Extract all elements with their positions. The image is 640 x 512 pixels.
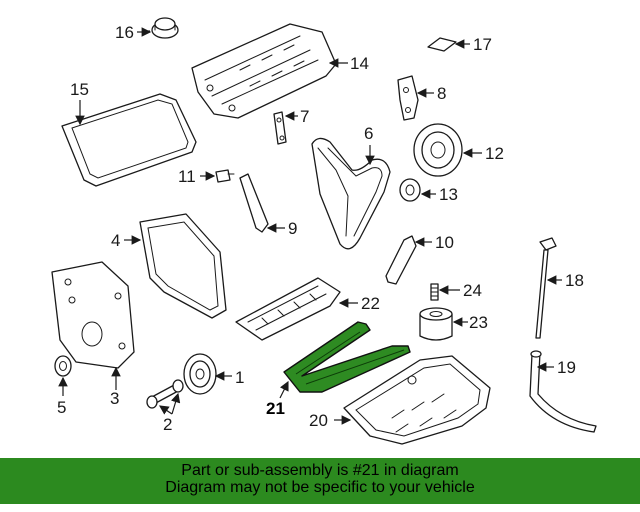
callout-15: 15 [70,80,89,99]
part-4-front-cover-gasket [139,213,227,319]
part-21-oil-pan-gasket-highlighted [283,321,411,393]
callout-14: 14 [350,54,369,73]
part-20-oil-pan [343,355,491,445]
callout-10: 10 [435,233,454,252]
part-9-chain-guide [239,173,269,233]
part-8-bracket [397,75,419,121]
part-13-small-sprocket [399,178,421,202]
part-15-valve-cover-gasket [61,93,197,187]
callout-5: 5 [57,398,66,417]
callout-16: 16 [115,23,134,42]
part-19-dipstick-tube [529,350,597,433]
callout-6: 6 [364,124,373,143]
callout-4: 4 [111,231,120,250]
callout-1: 1 [235,368,244,387]
part-22-windage-tray [235,277,341,341]
part-12-sprocket [413,123,463,177]
callout-7: 7 [300,107,309,126]
callout-9: 9 [288,219,297,238]
callout-22: 22 [361,294,380,313]
callout-21: 21 [266,399,285,418]
callout-12: 12 [485,144,504,163]
part-24-stud [430,283,439,301]
callout-20: 20 [309,411,328,430]
info-banner: Part or sub-assembly is #21 in diagram D… [0,458,640,504]
callout-8: 8 [437,84,446,103]
callout-19: 19 [557,358,576,377]
callout-13: 13 [439,185,458,204]
callout-17: 17 [473,35,492,54]
callout-18: 18 [565,271,584,290]
part-7-chain-guide [273,111,287,145]
part-17-label [427,37,457,52]
part-23-oil-filter [419,307,453,341]
part-5-seal [54,355,72,377]
part-6-timing-chain [311,137,391,250]
part-11-tensioner [215,169,235,183]
callout-2: 2 [163,415,172,434]
banner-line-2: Diagram may not be specific to your vehi… [165,479,475,496]
part-1-crank-pulley [183,353,217,395]
part-3-front-cover [51,261,135,369]
callout-11: 11 [178,167,196,186]
part-10-chain-guide [385,235,417,285]
callout-3: 3 [110,389,119,408]
part-18-dipstick [535,237,557,339]
part-16-oil-cap [151,17,179,39]
callout-24: 24 [463,281,482,300]
banner-line-1: Part or sub-assembly is #21 in diagram [181,462,459,479]
callout-23: 23 [469,313,488,332]
part-14-valve-cover [191,23,337,119]
part-2-bolt-washer [146,379,184,409]
